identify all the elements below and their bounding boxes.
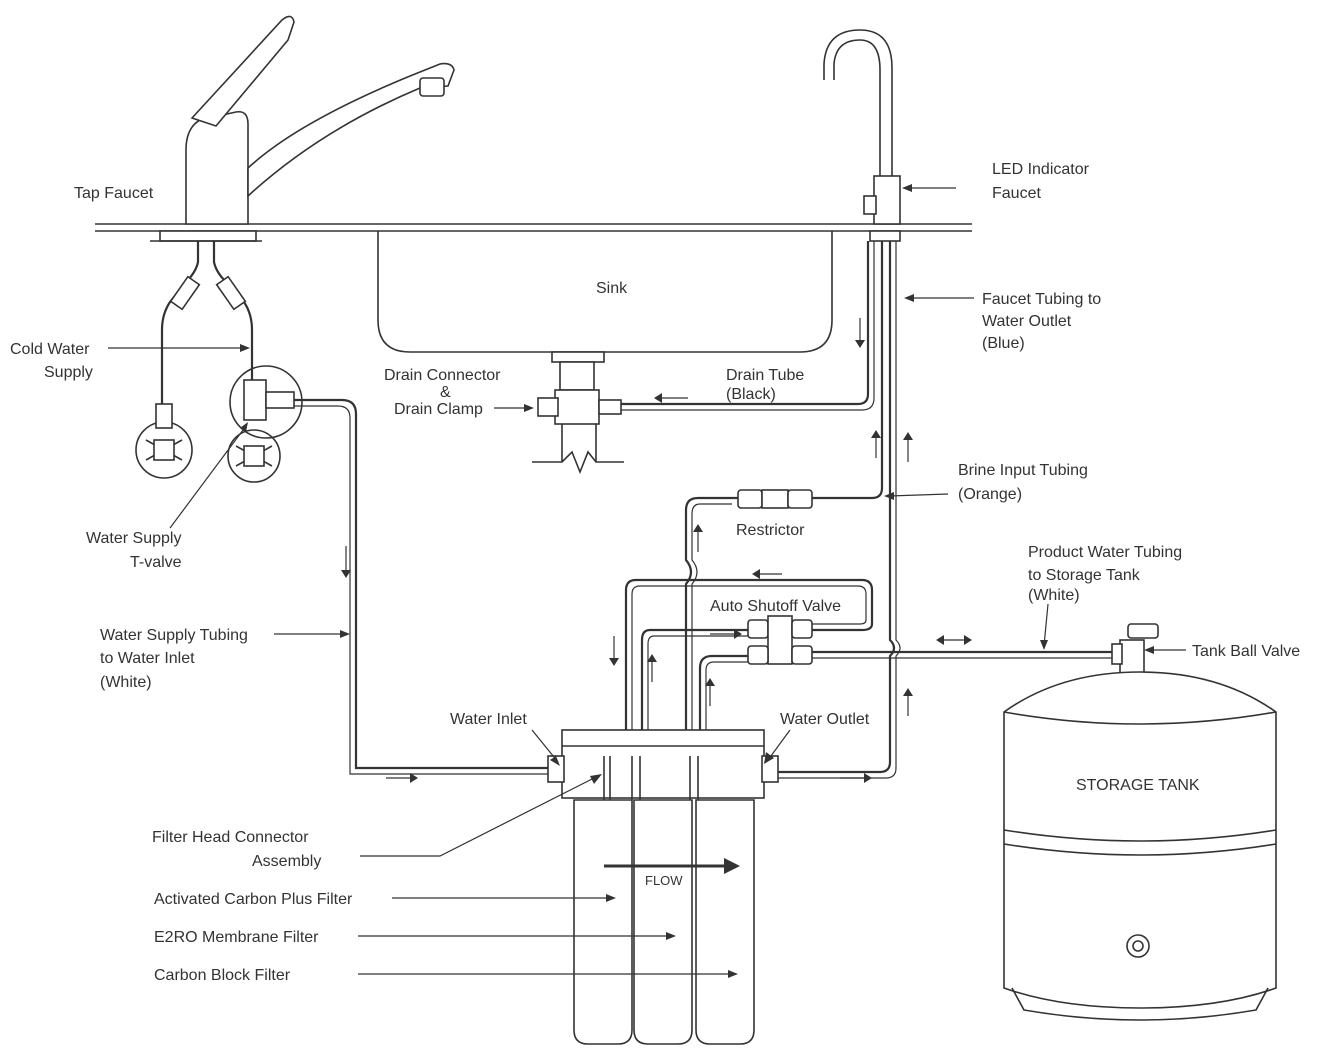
leader-lines: [108, 184, 1186, 978]
auto-shutoff-valve: [747, 615, 813, 665]
carbon-block-filter: [695, 799, 755, 1045]
supply-tubing-label-2: to Water Inlet: [100, 650, 195, 667]
tank-ball-valve-label: Tank Ball Valve: [1192, 643, 1300, 660]
brine-label-2: (Orange): [958, 486, 1022, 503]
auto-shutoff-label: Auto Shutoff Valve: [710, 598, 841, 615]
led-indicator-faucet: [823, 29, 901, 242]
water-outlet-label: Water Outlet: [780, 711, 870, 728]
restrictor: [737, 489, 813, 509]
water-supply-t-valve: [227, 365, 303, 483]
supply-tubing-label-3: (White): [100, 674, 152, 691]
drain-tube: [621, 241, 870, 406]
activated-carbon-plus-filter: [573, 799, 633, 1045]
flow-direction-arrow: [604, 858, 740, 874]
drain-tube-label-1: Drain Tube: [726, 367, 804, 384]
product-tubing-label-3: (White): [1028, 587, 1080, 604]
flow-arrow: [341, 318, 972, 783]
t-valve-label-2: T-valve: [130, 554, 182, 571]
faucet-tubing: [764, 241, 896, 774]
carbon-block-filter-label: Carbon Block Filter: [154, 967, 291, 984]
faucet-tubing-label-2: Water Outlet: [982, 313, 1072, 330]
drain-connector: [532, 361, 624, 475]
supply-tubing-label-1: Water Supply Tubing: [100, 627, 248, 644]
tap-faucet-label: Tap Faucet: [74, 185, 154, 202]
e2ro-membrane-filter: [633, 799, 693, 1045]
faucet-tubing-label-3: (Blue): [982, 335, 1025, 352]
led-faucet-label-1: LED Indicator: [992, 161, 1090, 178]
drain-connector-label-1: Drain Connector: [384, 367, 501, 384]
water-inlet-label: Water Inlet: [450, 711, 527, 728]
shutoff-valve-left: [135, 403, 193, 479]
sink-label: Sink: [596, 280, 628, 297]
brine-input-tubing: [812, 241, 884, 500]
t-valve-label-1: Water Supply: [86, 530, 181, 547]
storage-tank-label: STORAGE TANK: [1076, 777, 1200, 794]
filter-head-connector-assembly: [547, 729, 779, 800]
storage-tank: [1003, 671, 1277, 1021]
countertop: [95, 223, 972, 232]
restrictor-label: Restrictor: [736, 522, 805, 539]
brine-label-1: Brine Input Tubing: [958, 462, 1088, 479]
drain-connector-label-amp: &: [440, 384, 451, 401]
water-supply-tubing: [294, 398, 562, 770]
cold-water-label-1: Cold Water: [10, 341, 90, 358]
shutoff-feed-tubing: [624, 578, 874, 730]
drain-connector-label-2: Drain Clamp: [394, 401, 483, 418]
filter-head-label-1: Filter Head Connector: [152, 829, 309, 846]
carbon-plus-filter-label: Activated Carbon Plus Filter: [154, 891, 353, 908]
filter-head-label-2: Assembly: [252, 853, 321, 870]
drain-tube-label-2: (Black): [726, 386, 776, 403]
membrane-filter-label: E2RO Membrane Filter: [154, 929, 319, 946]
led-faucet-label-2: Faucet: [992, 185, 1041, 202]
tap-faucet: [150, 15, 455, 242]
product-tubing-label-1: Product Water Tubing: [1028, 544, 1182, 561]
cold-water-label-2: Supply: [44, 364, 93, 381]
flow-label: FLOW: [645, 873, 683, 888]
cold-water-supply-hoses: [160, 241, 254, 406]
faucet-tubing-label-1: Faucet Tubing to: [982, 291, 1101, 308]
product-tubing-label-2: to Storage Tank: [1028, 567, 1141, 584]
